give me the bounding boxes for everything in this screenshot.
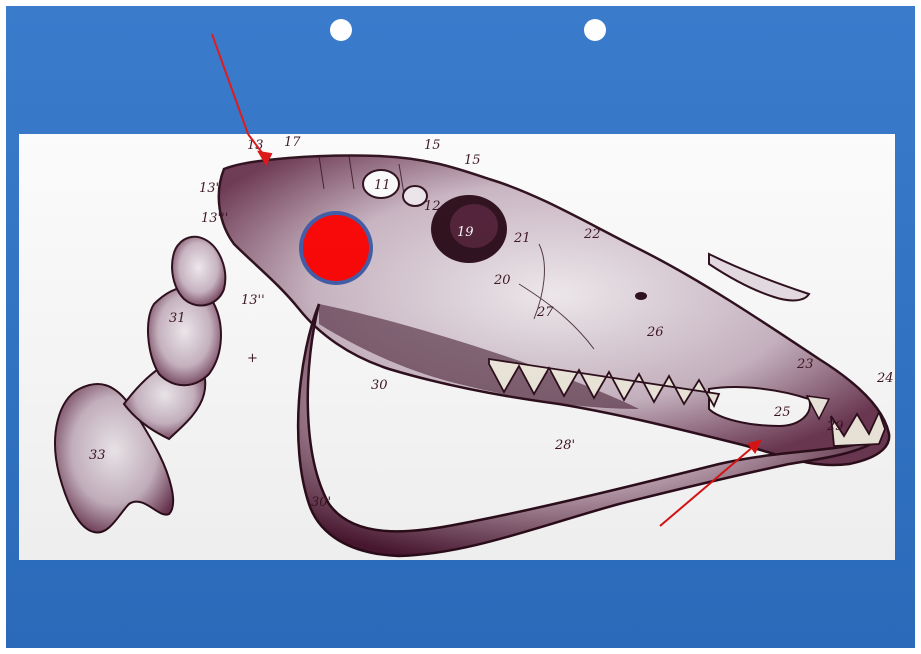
label-15b: 15 <box>464 153 481 168</box>
label-30-prime: 30' <box>311 495 331 510</box>
label-13-double: 13'' <box>241 293 265 308</box>
label-33: 33 <box>89 448 106 463</box>
label-11: 11 <box>374 178 391 193</box>
label-31: 31 <box>169 311 186 326</box>
label-cross: + <box>247 351 258 366</box>
blue-slide-background: 13 17 15 15 13' 13''' 13'' 11 12 19 21 2… <box>6 6 915 648</box>
label-20: 20 <box>493 273 511 288</box>
label-13-prime: 13' <box>199 181 219 196</box>
label-13-triple: 13''' <box>201 211 228 226</box>
arrow-top-upper <box>6 6 915 146</box>
label-23: 23 <box>796 357 814 372</box>
label-21: 21 <box>513 231 531 246</box>
vertebrae <box>55 237 225 533</box>
red-dot-marker <box>299 211 373 285</box>
label-19: 19 <box>457 225 474 240</box>
label-29: 29 <box>826 419 844 434</box>
label-27: 27 <box>536 305 554 320</box>
label-26: 26 <box>646 325 664 340</box>
label-12: 12 <box>424 199 441 214</box>
label-24: 24 <box>876 371 894 386</box>
label-22: 22 <box>583 227 601 242</box>
horse-skull-illustration: 13 17 15 15 13' 13''' 13'' 11 12 19 21 2… <box>19 134 895 560</box>
label-28: 28' <box>554 438 575 453</box>
label-30: 30 <box>371 378 388 393</box>
image-panel: 13 17 15 15 13' 13''' 13'' 11 12 19 21 2… <box>19 134 895 560</box>
label-25: 25 <box>773 405 791 420</box>
